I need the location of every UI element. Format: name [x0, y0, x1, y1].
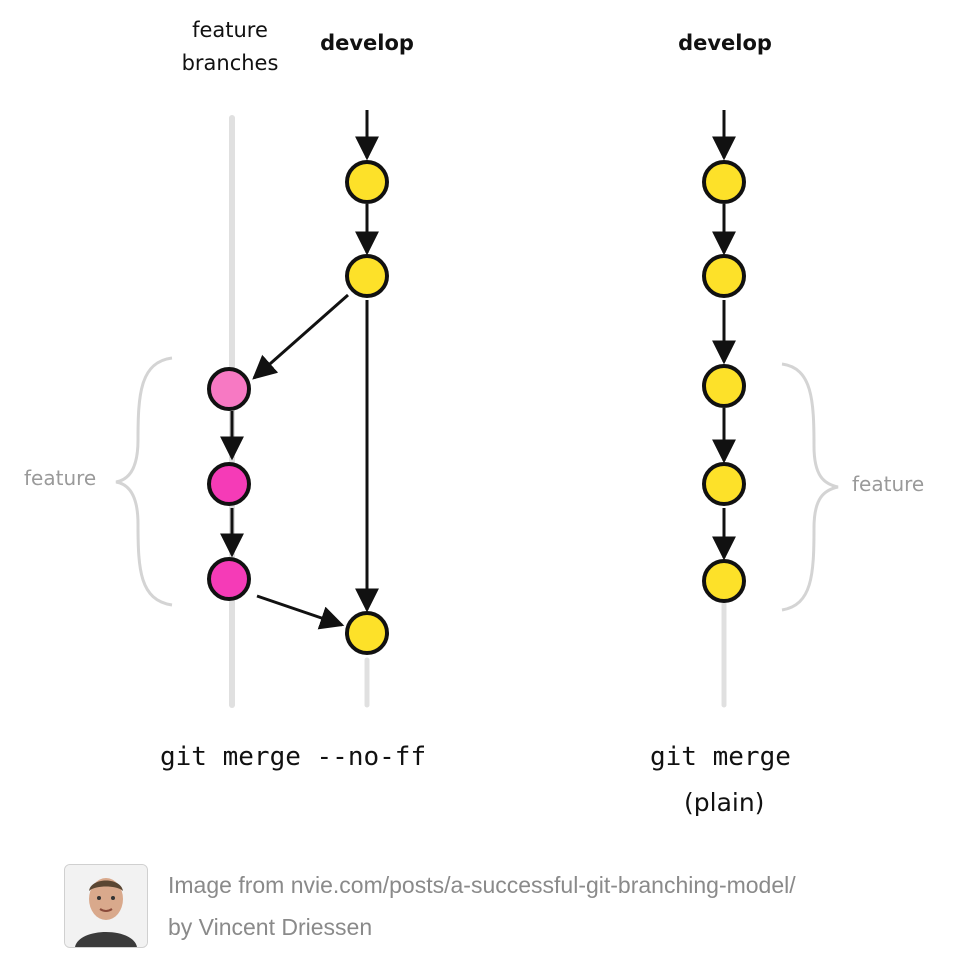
commit-develop — [345, 254, 389, 298]
commit-develop — [702, 462, 746, 506]
feature-brace-left — [115, 356, 173, 607]
feature-brace-right — [781, 362, 839, 612]
commit-develop — [702, 160, 746, 204]
feature-branches-header: feature branches — [170, 14, 290, 80]
commit-develop — [702, 559, 746, 603]
image-credit: Image from nvie.com/posts/a-successful-g… — [64, 864, 924, 948]
commit-develop — [702, 364, 746, 408]
merge-plain-command: git merge — [650, 742, 791, 772]
develop-left-commits — [345, 160, 389, 655]
feature-branches-header-line2: branches — [181, 51, 279, 75]
feature-label-right: feature — [852, 472, 925, 496]
feature-label-left: feature — [24, 466, 97, 490]
merge-arrow — [256, 594, 345, 630]
feature-branches-header-line1: feature — [192, 18, 268, 42]
feature-commits — [207, 367, 251, 601]
develop-header-right: develop — [678, 31, 772, 55]
commit-merge — [345, 611, 389, 655]
develop-right-commits — [702, 160, 746, 603]
author-avatar — [64, 864, 148, 948]
develop-header-left: develop — [320, 31, 414, 55]
credit-source-text: Image from nvie.com/posts/a-successful-g… — [168, 872, 796, 898]
merge-plain-subtitle: (plain) — [684, 788, 765, 817]
merge-no-ff-command: git merge --no-ff — [160, 742, 427, 772]
commit-feature — [207, 462, 251, 506]
commit-develop — [702, 254, 746, 298]
credit-author-text: by Vincent Driessen — [168, 914, 373, 940]
branch-out-arrow — [252, 293, 349, 380]
commit-feature — [207, 557, 251, 601]
commit-develop — [345, 160, 389, 204]
commit-feature — [207, 367, 251, 411]
